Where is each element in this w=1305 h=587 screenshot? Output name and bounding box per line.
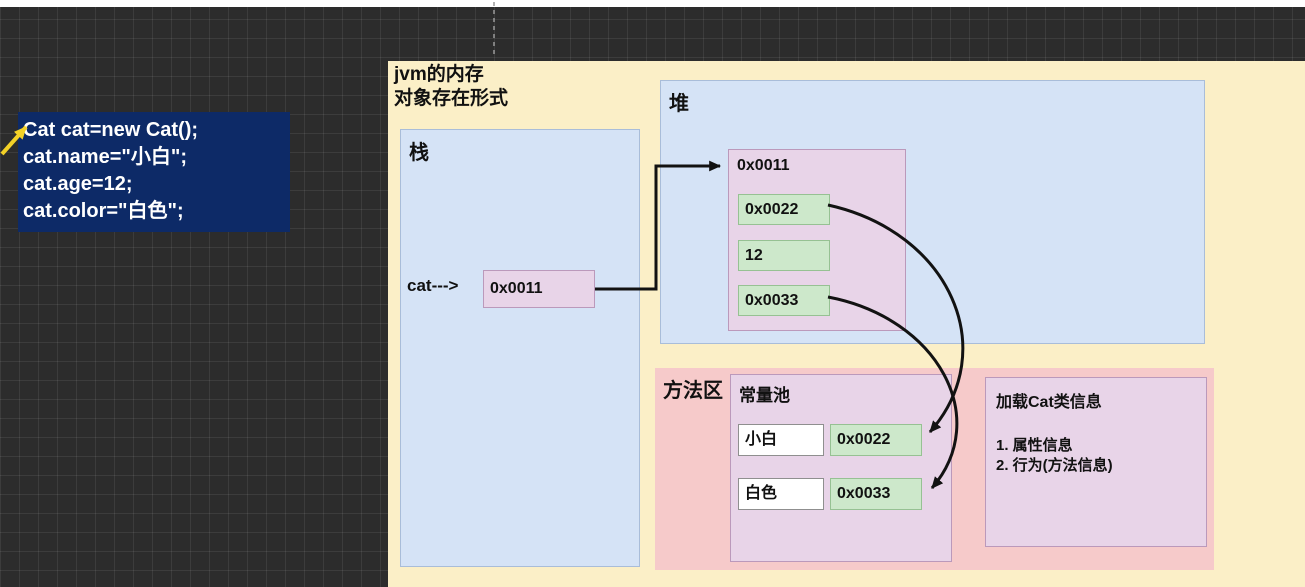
constant-value-box: 小白 (738, 424, 824, 456)
code-line: cat.color="白色"; (23, 200, 184, 222)
constant-pool-entry: 小白 0x0022 (731, 424, 951, 456)
heap-region: 堆 0x0011 0x0022 12 0x0033 (660, 80, 1205, 344)
constant-value-box: 白色 (738, 478, 824, 510)
method-area-region: 方法区 常量池 小白 0x0022 白色 0x0033 加载Cat类信息 1. … (655, 368, 1214, 570)
panel-title-line2: 对象存在形式 (394, 88, 509, 109)
heap-field-name: 0x0022 (738, 194, 830, 225)
constant-pool-label: 常量池 (739, 386, 790, 405)
heap-field-color: 0x0033 (738, 285, 830, 316)
class-info-title: 加载Cat类信息 (996, 394, 1102, 411)
heap-field-age: 12 (738, 240, 830, 271)
heap-label: 堆 (669, 93, 689, 115)
code-line: cat.name="小白"; (23, 146, 188, 168)
stack-region: 栈 cat---> 0x0011 (400, 129, 640, 567)
constant-pool-entry: 白色 0x0033 (731, 478, 951, 510)
constant-address-box: 0x0033 (830, 478, 922, 510)
panel-title: jvm的内存 对象存在形式 (394, 63, 508, 111)
jvm-memory-panel: jvm的内存 对象存在形式 栈 cat---> 0x0011 堆 0x0011 … (388, 61, 1305, 587)
panel-title-line1: jvm的内存 (394, 64, 484, 85)
stack-var-label: cat---> (407, 276, 459, 295)
class-info-box: 加载Cat类信息 1. 属性信息 2. 行为(方法信息) (985, 377, 1207, 547)
stack-label: 栈 (409, 142, 429, 164)
class-info-item: 1. 属性信息 (996, 437, 1073, 454)
method-area-label: 方法区 (663, 380, 723, 402)
top-edge-strip (0, 0, 1305, 7)
code-line: Cat cat=new Cat(); (23, 119, 199, 141)
code-line: cat.age=12; (23, 173, 133, 195)
code-snippet: Cat cat=new Cat(); cat.name="小白"; cat.ag… (18, 112, 290, 232)
stack-ref-box: 0x0011 (483, 270, 595, 308)
class-info-item: 2. 行为(方法信息) (996, 457, 1113, 474)
constant-pool-box: 常量池 小白 0x0022 白色 0x0033 (730, 374, 952, 562)
constant-address-box: 0x0022 (830, 424, 922, 456)
heap-object-address: 0x0011 (737, 157, 790, 174)
heap-object-box: 0x0011 0x0022 12 0x0033 (728, 149, 906, 331)
